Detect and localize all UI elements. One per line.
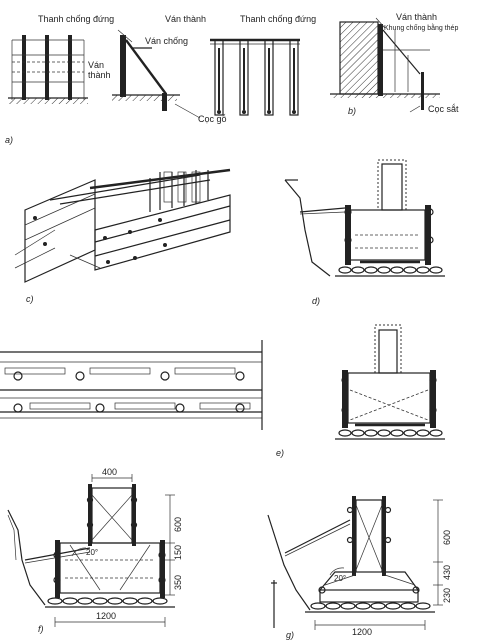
panel-label-f: f) — [38, 624, 44, 634]
panel-e-plan-drawing — [0, 340, 263, 430]
panel-label-b: b) — [348, 106, 357, 116]
label-coc-go: Cọc gỗ — [198, 114, 227, 124]
panel-label-d: d) — [312, 296, 321, 306]
label-khung-chong: Khung chống bằng thép — [384, 25, 459, 32]
dim-g-230: 230 — [442, 587, 452, 603]
dim-f-150: 150 — [173, 544, 183, 560]
label-van-thanh-mid: Ván thành — [165, 14, 207, 24]
panel-label-g: g) — [286, 630, 295, 640]
panel-label-a: a) — [5, 135, 14, 145]
dim-f-1200: 1200 — [96, 611, 117, 621]
panel-d-drawing — [284, 159, 445, 277]
dim-g-1200: 1200 — [352, 627, 373, 637]
panel-label-c: c) — [26, 294, 34, 304]
dim-g-430: 430 — [442, 564, 452, 580]
dim-g-angle: 20° — [334, 574, 347, 583]
panel-c-drawing — [14, 168, 231, 283]
label-van-thanh-a: Ván thành — [88, 60, 111, 80]
panel-label-e: e) — [276, 448, 285, 458]
label-van-thanh-b: Ván thành — [396, 12, 438, 22]
dim-f-600: 600 — [173, 516, 183, 532]
panel-e-section-drawing — [335, 324, 445, 440]
panel-f-drawing — [7, 474, 175, 627]
label-coc-sat: Cọc sắt — [428, 104, 459, 114]
dim-f-400: 400 — [102, 467, 118, 477]
panel-b-drawing — [330, 17, 440, 113]
panel-a-drawing — [8, 29, 300, 119]
dim-f-angle: 20° — [86, 548, 99, 557]
label-thanh-chong-dung-a: Thanh chống đứng — [38, 14, 115, 24]
dim-g-600: 600 — [442, 529, 452, 545]
panel-g-drawing — [267, 496, 443, 630]
label-van-chong: Ván chống — [145, 36, 189, 46]
label-thanh-chong-dung-mid: Thanh chống đứng — [240, 14, 317, 24]
dim-f-350: 350 — [173, 574, 183, 590]
